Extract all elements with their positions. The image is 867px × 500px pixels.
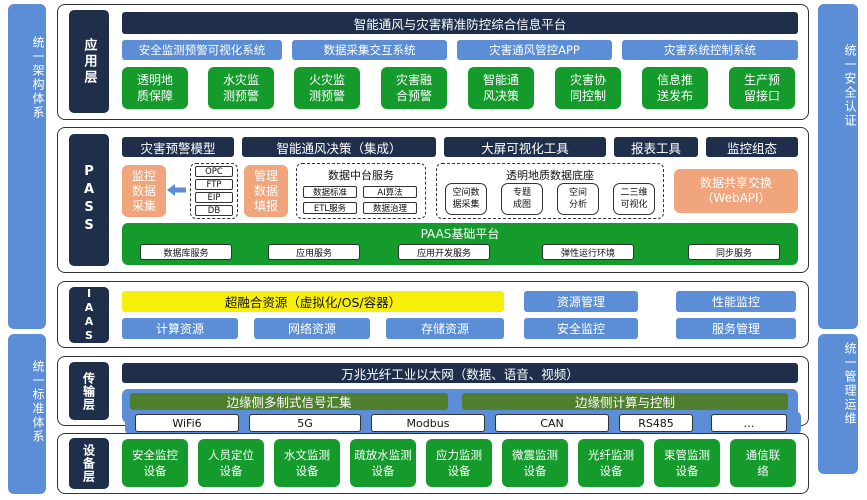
device-6: 光纤监测设备 — [578, 439, 644, 487]
right-sidebar-top: 统一安全认证 — [818, 4, 858, 329]
device-7: 束管监测设备 — [654, 439, 720, 487]
paas-manual-entry: 管理数据填报 — [244, 165, 288, 217]
app-platform-title: 智能通风与灾害精准防控综合信息平台 — [122, 12, 798, 34]
device-1: 人员定位设备 — [198, 439, 264, 487]
iaas-layer-panel: IAAS 超融合资源（虚拟化/OS/容器） 资源管理 性能监控 计算资源 网络资… — [57, 281, 809, 348]
paas-layer-panel: PASS 灾害预警模型 智能通风决策（集成） 大屏可视化工具 报表工具 监控组态… — [57, 127, 809, 273]
paas-tool-3: 报表工具 — [614, 137, 698, 157]
device-4: 应力监测设备 — [426, 439, 492, 487]
data-center-item-0: 数据标准 — [303, 186, 357, 198]
paas-tool-2: 大屏可视化工具 — [444, 137, 606, 157]
paas-layer-body: 灾害预警模型 智能通风决策（集成） 大屏可视化工具 报表工具 监控组态 监控数据… — [118, 132, 802, 268]
paas-platform-title: PAAS基础平台 — [420, 227, 500, 241]
paas-service-4: 同步服务 — [688, 244, 780, 260]
iaas-resource-2: 存储资源 — [386, 318, 504, 339]
right-sidebar-bottom-label: 统一管理运维 — [843, 342, 857, 426]
transport-protocol-strip: WiFi6 5G Modbus CAN RS485 … — [125, 411, 801, 435]
right-sidebar-top-label: 统一安全认证 — [843, 44, 857, 128]
protocol-opc: OPC — [195, 166, 233, 177]
transport-edge-left: 边缘侧多制式信号汇集 — [130, 393, 448, 410]
transport-layer-label: 传输层 — [69, 362, 109, 420]
paas-tool-0: 灾害预警模型 — [122, 137, 234, 157]
paas-service-0: 数据库服务 — [140, 244, 232, 260]
paas-tool-1: 智能通风决策（集成） — [242, 137, 436, 157]
paas-data-share: 数据共享交换（WebAPI） — [674, 169, 798, 213]
app-system-1: 数据采集交互系统 — [292, 40, 447, 60]
app-module-5: 灾害协同控制 — [555, 67, 621, 109]
iaas-perf-monitor: 性能监控 — [676, 291, 796, 312]
device-0: 安全监控设备 — [122, 439, 188, 487]
protocol-group: OPC FTP EIP DB — [190, 163, 238, 219]
left-sidebar-top: 统一架构体系 — [8, 4, 46, 329]
app-layer-panel: 应用层 智能通风与灾害精准防控综合信息平台 安全监测预警可视化系统 数据采集交互… — [57, 4, 809, 120]
protocol-rs485: RS485 — [619, 414, 693, 432]
app-system-3: 灾害系统控制系统 — [622, 40, 798, 60]
paas-service-1: 应用服务 — [268, 244, 360, 260]
iaas-resource-4: 服务管理 — [676, 318, 796, 339]
protocol-modbus: Modbus — [371, 414, 485, 432]
app-module-6: 信息推送发布 — [642, 67, 708, 109]
device-3: 疏放水监测设备 — [350, 439, 416, 487]
paas-monitor-collect: 监控数据采集 — [122, 165, 166, 217]
paas-layer-label: PASS — [69, 134, 109, 266]
arrow-left-icon — [167, 182, 187, 196]
transport-edge-right: 边缘侧计算与控制 — [462, 393, 788, 410]
geo-item-0: 空间数据采集 — [445, 183, 487, 215]
protocol-ftp: FTP — [195, 179, 233, 190]
device-layer-body: 安全监控设备 人员定位设备 水文监测设备 疏放水监测设备 应力监测设备 微震监测… — [118, 437, 802, 491]
app-module-7: 生产预留接口 — [729, 67, 795, 109]
iaas-layer-label: IAAS — [69, 287, 109, 343]
left-sidebar-top-label: 统一架构体系 — [31, 36, 45, 120]
protocol-wifi6: WiFi6 — [135, 414, 239, 432]
left-sidebar-bottom-label: 统一标准体系 — [31, 360, 45, 444]
iaas-layer-body: 超融合资源（虚拟化/OS/容器） 资源管理 性能监控 计算资源 网络资源 存储资… — [118, 286, 802, 344]
protocol-5g: 5G — [249, 414, 361, 432]
paas-service-3: 弹性运行环境 — [542, 244, 634, 260]
app-system-2: 灾害通风管控APP — [457, 40, 612, 60]
transport-network: 万兆光纤工业以太网（数据、语音、视频） — [122, 363, 798, 383]
app-layer-body: 智能通风与灾害精准防控综合信息平台 安全监测预警可视化系统 数据采集交互系统 灾… — [118, 9, 802, 115]
geo-base-title: 透明地质数据底座 — [506, 169, 594, 182]
data-center-item-2: ETL服务 — [303, 202, 357, 214]
app-module-2: 火灾监测预警 — [294, 67, 360, 109]
iaas-resource-0: 计算资源 — [122, 318, 238, 339]
paas-platform: PAAS基础平台 数据库服务 应用服务 应用开发服务 弹性运行环境 同步服务 — [122, 223, 798, 265]
iaas-converged: 超融合资源（虚拟化/OS/容器） — [122, 291, 504, 312]
geo-item-1: 专题成图 — [501, 183, 543, 215]
app-module-1: 水灾监测预警 — [208, 67, 274, 109]
iaas-resource-mgmt: 资源管理 — [524, 291, 638, 312]
paas-tool-4: 监控组态 — [706, 137, 798, 157]
transport-layer-body: 万兆光纤工业以太网（数据、语音、视频） 边缘侧多制式信号汇集 边缘侧计算与控制 — [118, 361, 802, 423]
device-layer-label: 设备层 — [69, 438, 109, 489]
data-center-group: 数据中台服务 数据标准 AI算法 ETL服务 数据治理 — [296, 163, 426, 219]
data-center-title: 数据中台服务 — [328, 169, 394, 182]
app-system-0: 安全监测预警可视化系统 — [122, 40, 282, 60]
device-layer-panel: 设备层 安全监控设备 人员定位设备 水文监测设备 疏放水监测设备 应力监测设备 … — [57, 433, 809, 494]
protocol-db: DB — [195, 205, 233, 216]
left-sidebar-bottom: 统一标准体系 — [8, 334, 46, 494]
paas-service-2: 应用开发服务 — [398, 244, 490, 260]
app-module-3: 灾害融合预警 — [381, 67, 447, 109]
geo-base-group: 透明地质数据底座 空间数据采集 专题成图 空间分析 二三维可视化 — [436, 163, 664, 219]
app-layer-label: 应用层 — [69, 10, 109, 113]
data-center-item-1: AI算法 — [363, 186, 417, 198]
protocol-eip: EIP — [195, 192, 233, 203]
iaas-resource-3: 安全监控 — [524, 318, 638, 339]
protocol-more: … — [711, 414, 787, 432]
data-center-item-3: 数据治理 — [363, 202, 417, 214]
device-2: 水文监测设备 — [274, 439, 340, 487]
geo-item-3: 二三维可视化 — [613, 183, 655, 215]
app-module-4: 智能通风决策 — [468, 67, 534, 109]
device-8: 通信联络 — [730, 439, 796, 487]
protocol-can: CAN — [495, 414, 609, 432]
device-5: 微震监测设备 — [502, 439, 568, 487]
transport-layer-panel: 传输层 万兆光纤工业以太网（数据、语音、视频） 边缘侧多制式信号汇集 边缘侧计算… — [57, 356, 809, 426]
right-sidebar-bottom: 统一管理运维 — [818, 334, 858, 474]
app-module-0: 透明地质保障 — [122, 67, 188, 109]
iaas-resource-1: 网络资源 — [254, 318, 370, 339]
geo-item-2: 空间分析 — [557, 183, 599, 215]
